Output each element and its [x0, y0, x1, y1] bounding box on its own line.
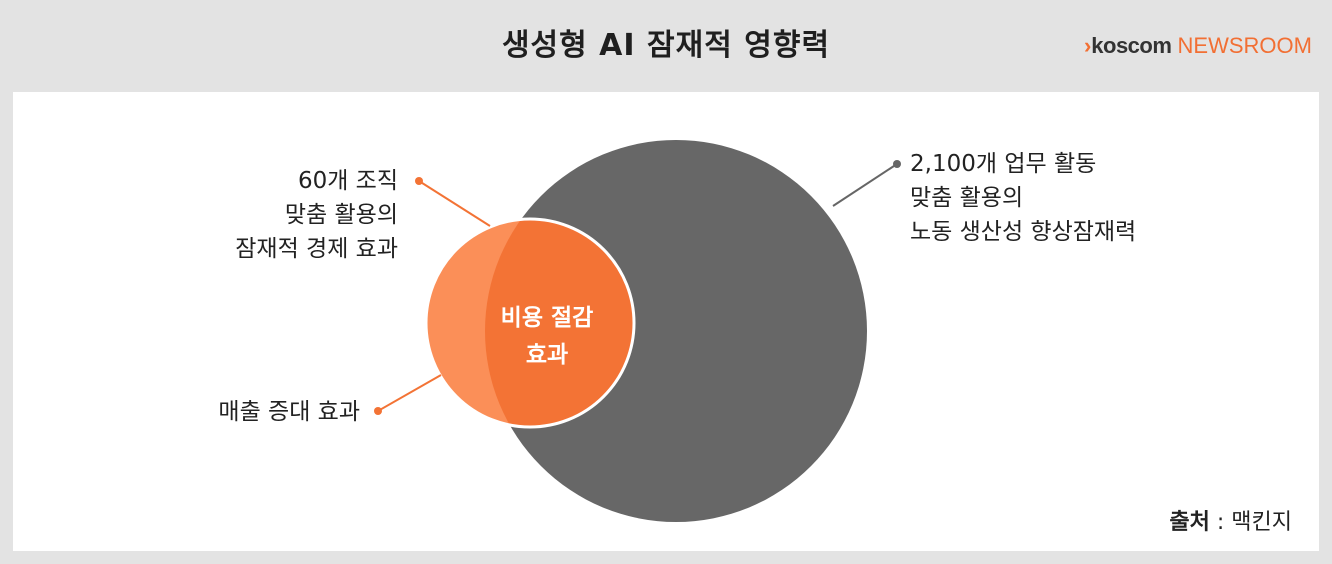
connector-dot-large — [893, 160, 901, 168]
center-line-2: 효과 — [525, 342, 569, 368]
connector-top-left — [418, 180, 491, 227]
top-left-line-3: 잠재적 경제 효과 — [235, 236, 398, 262]
logo-brand: koscom — [1091, 33, 1172, 58]
koscom-newsroom-logo[interactable]: ›koscom NEWSROOM — [1084, 33, 1312, 59]
bottom-left-label: 매출 증대 효과 — [218, 395, 360, 429]
source-value: 맥킨지 — [1231, 510, 1292, 535]
large-label-line-2: 맞춤 활용의 — [910, 185, 1024, 211]
connector-bottom-left — [377, 374, 442, 412]
small-circle-outline — [424, 217, 636, 429]
page-title: 생성형 AI 잠재적 영향력 — [501, 28, 831, 63]
source-sep: : — [1209, 510, 1232, 535]
top-left-line-1: 60개 조직 — [297, 168, 398, 194]
source-note: 출처 : 맥킨지 — [1169, 504, 1292, 536]
large-circle-label: 2,100개 업무 활동 맞춤 활용의 노동 생산성 향상잠재력 — [910, 147, 1136, 249]
header: 생성형 AI 잠재적 영향력 ›koscom NEWSROOM — [0, 0, 1332, 92]
logo-arrow-icon: › — [1083, 33, 1092, 58]
center-label: 비용 절감 효과 — [469, 300, 625, 374]
logo-suffix: NEWSROOM — [1177, 33, 1312, 58]
source-key: 출처 — [1169, 510, 1210, 535]
connector-dot-bottom-left — [374, 407, 382, 415]
center-line-1: 비용 절감 — [500, 305, 594, 331]
large-label-line-1: 2,100개 업무 활동 — [910, 151, 1097, 177]
large-label-line-3: 노동 생산성 향상잠재력 — [910, 219, 1137, 245]
connector-large — [832, 163, 898, 207]
connector-dot-top-left — [415, 177, 423, 185]
top-left-label: 60개 조직 맞춤 활용의 잠재적 경제 효과 — [235, 164, 398, 266]
bottom-left-line-1: 매출 증대 효과 — [218, 399, 360, 425]
top-left-line-2: 맞춤 활용의 — [284, 202, 398, 228]
